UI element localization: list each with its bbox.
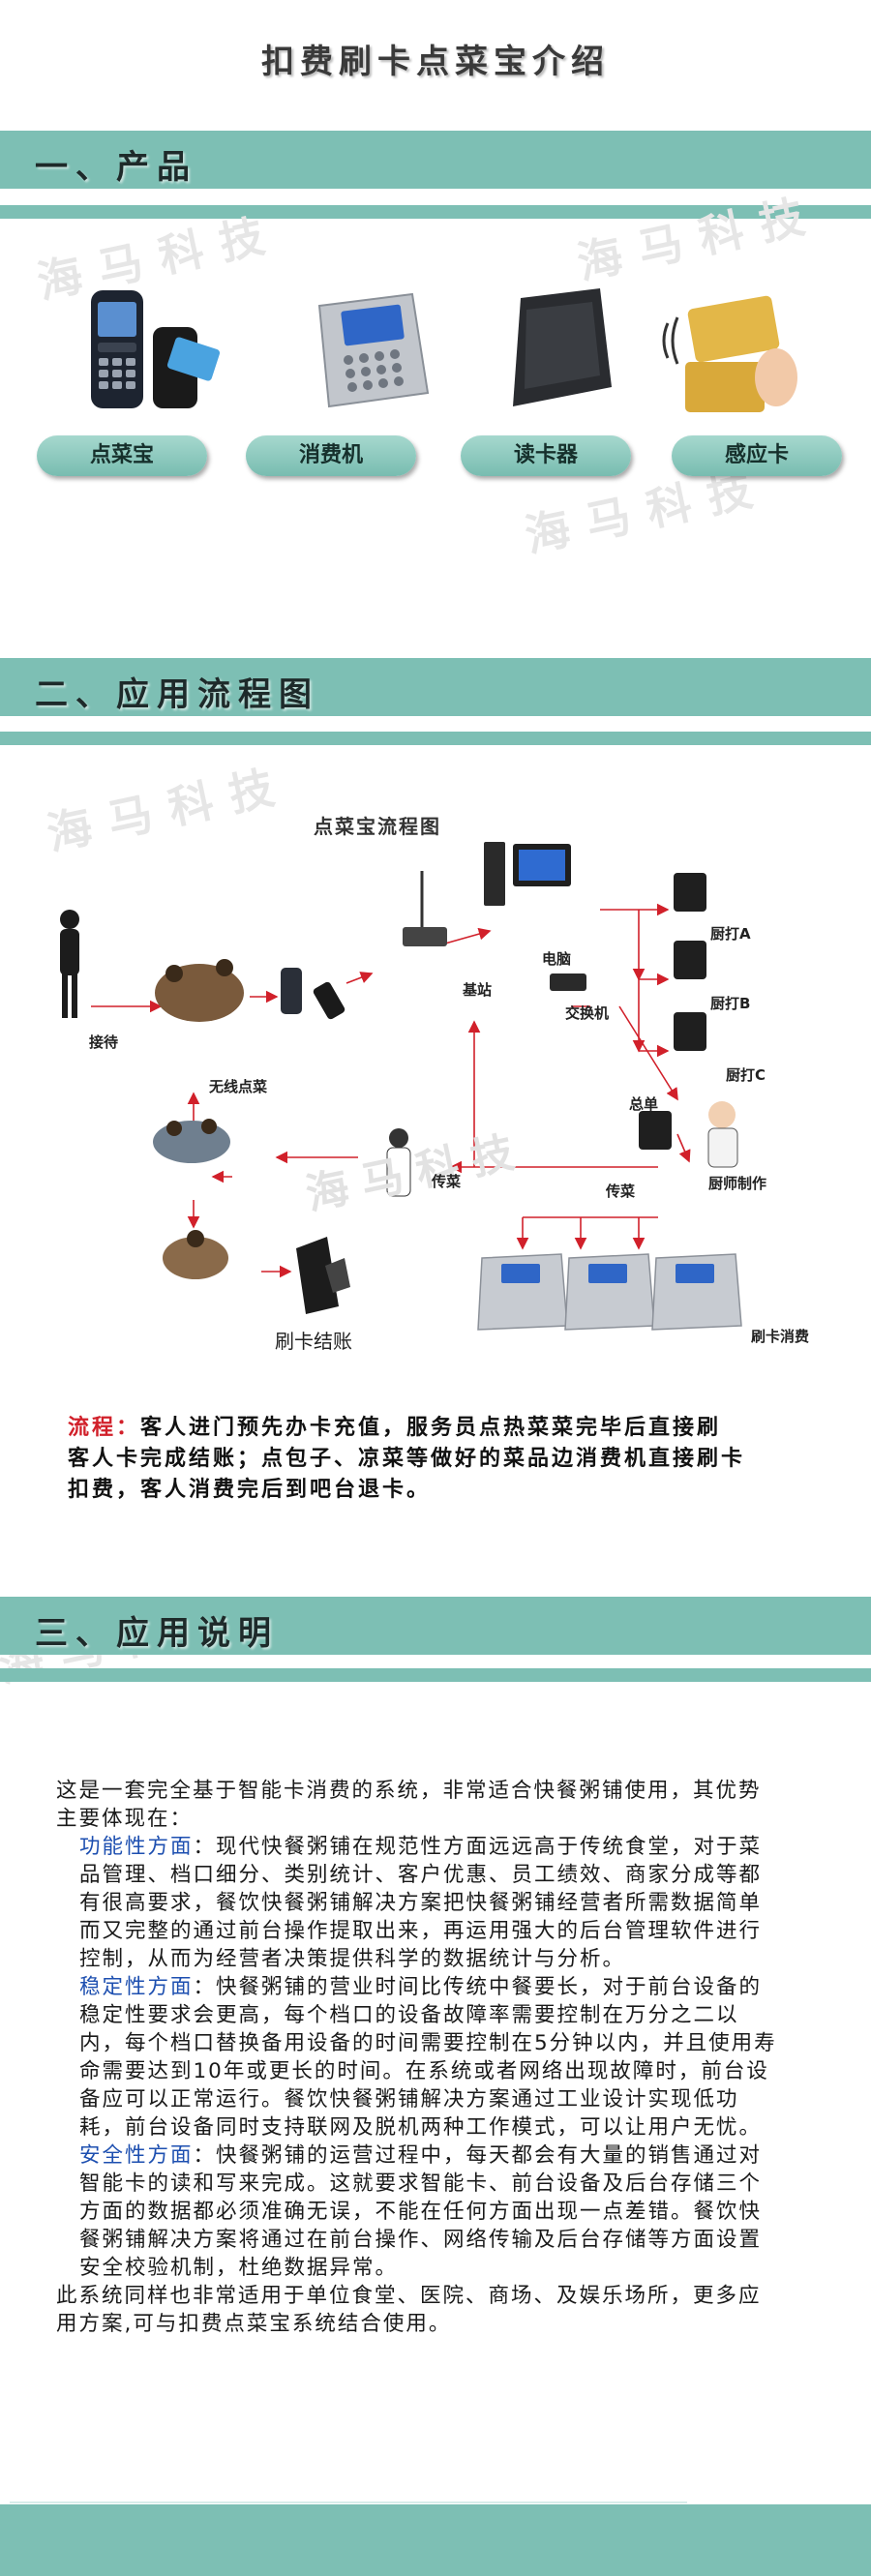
- section-band-divider: [0, 732, 871, 745]
- label-pass-dish: 传菜: [606, 1183, 636, 1200]
- pos-terminal-icon: [317, 292, 430, 408]
- label-wireless-order: 无线点菜: [209, 1078, 268, 1095]
- label-card-checkout: 刷卡结账: [275, 1330, 352, 1353]
- label-reception: 接待: [89, 1033, 119, 1051]
- description-point: 稳定性方面：快餐粥铺的营业时间比传统中餐要长，对于前台设备的稳定性要求会更高，每…: [79, 1975, 777, 2140]
- section-band-divider: [0, 205, 871, 219]
- flowchart: 海马科技 点菜宝流程图 接待 无线点菜 基站 电脑 交换机 厨打A 厨打B 厨打…: [19, 803, 852, 1403]
- product-label-reader: 读卡器: [461, 435, 631, 476]
- card-reader-icon: [513, 288, 612, 406]
- label-base-station: 基站: [463, 981, 493, 999]
- section-band-divider: [0, 1668, 871, 1682]
- product-label-card: 感应卡: [672, 435, 842, 476]
- product-label-pos: 消费机: [246, 435, 416, 476]
- product-label-diancaibao: 点菜宝: [37, 435, 207, 476]
- phone-icon: [91, 290, 221, 408]
- label-pass-dish: 传菜: [432, 1173, 462, 1190]
- label-switch: 交换机: [565, 1004, 610, 1022]
- flowchart-title: 点菜宝流程图: [314, 815, 441, 838]
- section-heading-products: 一、产品: [0, 131, 871, 189]
- description-closing: 此系统同样也非常适用于单位食堂、医院、商场、及娱乐场所，更多应用方案,可与扣费点…: [56, 2284, 762, 2336]
- description-point: 安全性方面：快餐粥铺的运营过程中，每天都会有大量的销售通过对智能卡的读和写来完成…: [79, 2143, 763, 2280]
- label-printer-c: 厨打C: [726, 1066, 766, 1084]
- label-card-consume: 刷卡消费: [751, 1328, 810, 1345]
- label-summary: 总单: [629, 1095, 659, 1113]
- description-body: 这是一套完全基于智能卡消费的系统，非常适合快餐粥铺使用，其优势主要体现在： 功能…: [56, 1777, 780, 2338]
- flowchart-graphics: 海马科技: [60, 842, 742, 1331]
- flow-body: 客人进门预先办卡充值，服务员点热菜菜完毕后直接刷客人卡完成结账；点包子、凉菜等做…: [68, 1416, 746, 1502]
- label-chef: 厨师制作: [708, 1175, 767, 1192]
- page-title: 扣费刷卡点菜宝介绍: [261, 43, 610, 81]
- watermark: 海马科技: [572, 186, 826, 289]
- footer-band: [0, 2504, 871, 2576]
- flow-prefix: 流程：: [68, 1416, 141, 1440]
- label-printer-b: 厨打B: [710, 995, 751, 1012]
- description-point: 功能性方面：现代快餐粥铺在规范性方面远远高于传统食堂，对于菜品管理、档口细分、类…: [79, 1835, 763, 1971]
- footer-line: [10, 2501, 687, 2503]
- label-printer-a: 厨打A: [710, 925, 751, 943]
- svg-text:海马科技: 海马科技: [302, 1125, 532, 1220]
- rfid-card-icon: [662, 295, 797, 412]
- description-intro: 这是一套完全基于智能卡消费的系统，非常适合快餐粥铺使用，其优势主要体现在：: [56, 1779, 762, 1831]
- section-heading-flow: 二、应用流程图: [0, 658, 871, 716]
- flow-description: 流程：客人进门预先办卡充值，服务员点热菜菜完毕后直接刷客人卡完成结账；点包子、凉…: [68, 1413, 745, 1506]
- label-computer: 电脑: [542, 950, 572, 968]
- section-heading-description: 三、应用说明: [0, 1597, 871, 1655]
